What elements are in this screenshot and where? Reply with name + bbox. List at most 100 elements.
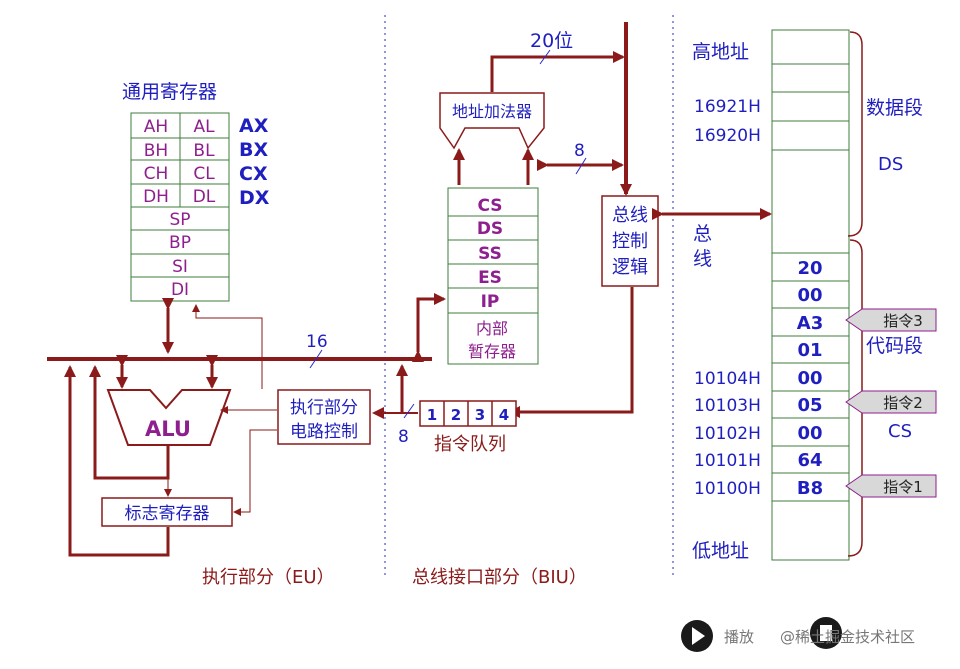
address-adder-label: 地址加法器 (452, 102, 532, 121)
seg-reg-ss: SS (478, 244, 502, 264)
instruction-1-tag (845, 474, 937, 498)
bus-control-line1: 总线 (612, 205, 648, 226)
reg-sp: SP (169, 210, 190, 230)
segment-register-file (447, 187, 539, 365)
code-segment-label: 代码段 (866, 335, 923, 357)
address-10103h: 10103H (694, 396, 761, 416)
instruction-2-tag (845, 390, 937, 414)
adder-bus-width-slash (575, 157, 587, 175)
address-16920h: 16920H (694, 126, 761, 146)
address-10102h: 10102H (694, 424, 761, 444)
adder-bus-width: 8 (574, 141, 585, 161)
instruction-queue (419, 400, 517, 427)
memory-bus-label-1: 总 (693, 223, 712, 245)
memory-column (771, 29, 850, 561)
flags-register-label: 标志寄存器 (125, 504, 210, 524)
reg-bp: BP (169, 233, 191, 253)
bus-control-line3: 逻辑 (612, 257, 648, 278)
alu-shape (106, 389, 232, 446)
memory-cell-value-8: 64 (797, 450, 822, 471)
memory-cell-value-3: A3 (797, 313, 823, 334)
reg-bl: BL (193, 141, 215, 161)
temp-reg-line1: 内部 (476, 319, 508, 338)
flags-feedback (64, 365, 170, 557)
address-10104h: 10104H (694, 369, 761, 389)
pause-button[interactable] (810, 617, 842, 649)
reg-ch: CH (144, 164, 169, 184)
instruction-1-label: 指令1 (883, 478, 923, 496)
reg-bh: BH (144, 141, 168, 161)
queue-slot-3: 3 (475, 406, 485, 424)
address-10100h: 10100H (694, 479, 761, 499)
memory-cell-value-5: 00 (797, 368, 822, 389)
play-label[interactable]: 播放 (724, 628, 754, 646)
reg-bx-label: BX (239, 139, 268, 161)
eu-control-line1: 执行部分 (290, 398, 358, 418)
bus-to-segment-regs (412, 293, 446, 362)
eu-section-label: 执行部分（EU） (202, 567, 335, 588)
watermark-site: @稀土掘金技术社区 (780, 628, 915, 646)
bus-control-box (601, 195, 659, 287)
seg-reg-ds: DS (477, 219, 503, 239)
memory-low-address: 低地址 (692, 540, 749, 562)
eu-control-line2: 电路控制 (290, 422, 358, 442)
memory-cell-value-7: 00 (797, 423, 822, 444)
queue-bus-width: 8 (398, 427, 409, 447)
cs-label: CS (888, 421, 912, 442)
ds-label: DS (878, 154, 903, 175)
play-button[interactable] (681, 620, 713, 652)
memory-cell-value-9: B8 (797, 478, 823, 499)
instruction-queue-label: 指令队列 (434, 434, 506, 455)
alu-label: ALU (145, 417, 191, 441)
reg-ah: AH (144, 117, 168, 137)
pause-icon (820, 625, 832, 641)
temp-reg-line2: 暂存器 (468, 342, 516, 361)
seg-reg-ip: IP (481, 292, 500, 312)
data-segment-brace (847, 31, 863, 237)
memory-cell-value-1: 20 (797, 258, 822, 279)
queue-slot-1: 1 (427, 406, 437, 424)
address-width-slash (539, 49, 551, 65)
queue-slot-2: 2 (451, 406, 461, 424)
address-bus-width: 20位 (530, 30, 573, 52)
bus-control-line2: 控制 (612, 231, 648, 252)
eu-control-box (277, 389, 371, 445)
flags-register-box (101, 497, 233, 527)
memory-high-address: 高地址 (692, 41, 749, 63)
biu-section-label: 总线接口部分（BIU） (412, 567, 587, 588)
seg-reg-es: ES (478, 268, 502, 288)
reg-cx-label: CX (239, 163, 268, 185)
internal-bus-width: 16 (306, 332, 328, 352)
memory-cell-value-2: 00 (797, 285, 822, 306)
address-adder-shape (439, 92, 545, 150)
reg-cl: CL (193, 164, 215, 184)
control-to-flags (233, 429, 277, 516)
memory-bus-label-2: 线 (693, 248, 712, 270)
adder-to-address-bus (490, 51, 625, 92)
memory-cell-value-6: 05 (797, 395, 822, 416)
reg-ax-label: AX (239, 115, 269, 137)
reg-dl: DL (193, 187, 216, 207)
queue-width-slash (403, 403, 415, 419)
memory-cell-value-4: 01 (797, 340, 822, 361)
general-registers-title: 通用寄存器 (122, 81, 217, 103)
control-to-regfile (192, 304, 263, 389)
instruction-3-label: 指令3 (883, 312, 923, 330)
register-file (130, 112, 230, 302)
bus-control-to-queue (508, 287, 634, 418)
instruction-2-label: 指令2 (883, 394, 923, 412)
instruction-3-tag (845, 308, 937, 332)
reg-si: SI (172, 257, 188, 277)
play-icon (692, 627, 705, 645)
reg-al: AL (193, 117, 215, 137)
data-segment-label: 数据段 (866, 97, 923, 119)
reg-di: DI (171, 280, 189, 300)
queue-slot-4: 4 (499, 406, 509, 424)
address-16921h: 16921H (694, 97, 761, 117)
address-10101h: 10101H (694, 451, 761, 471)
bus-width-slash-16 (309, 349, 323, 369)
reg-dx-label: DX (239, 187, 270, 209)
reg-dh: DH (143, 187, 169, 207)
seg-reg-cs: CS (477, 196, 502, 216)
